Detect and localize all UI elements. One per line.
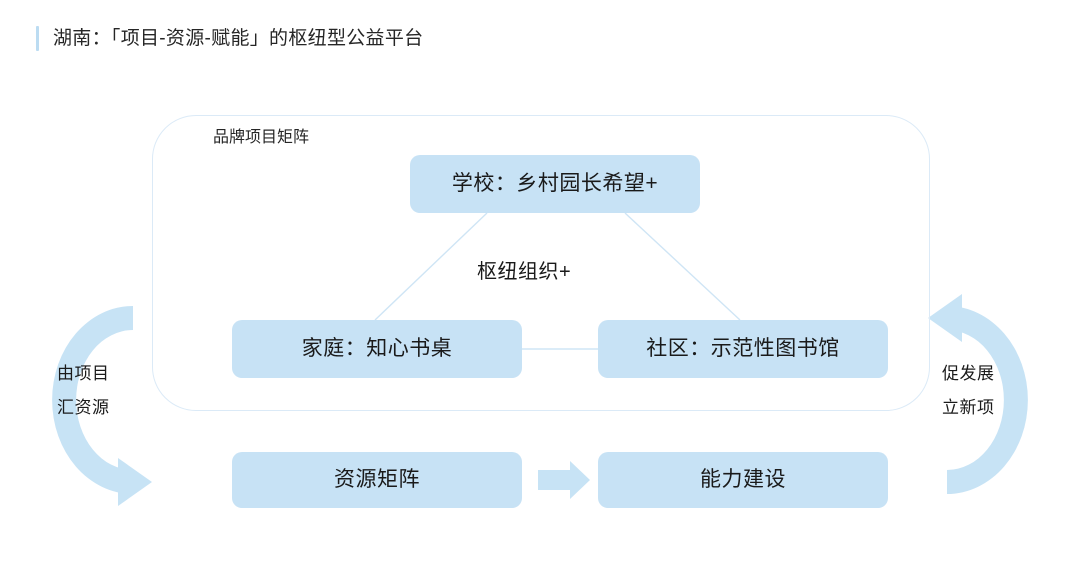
node-community[interactable]: 社区：示范性图书馆: [598, 320, 888, 378]
cycle-caption-left-line2: 汇资源: [57, 398, 110, 417]
node-family[interactable]: 家庭：知心书桌: [232, 320, 522, 378]
cycle-caption-right: 促发展 立新项: [942, 357, 995, 425]
node-community-label: 社区：示范性图书馆: [646, 337, 840, 360]
cycle-caption-right-line2: 立新项: [942, 398, 995, 417]
cycle-caption-left: 由项目 汇资源: [57, 357, 110, 425]
node-school-label: 学校：乡村园长希望+: [451, 172, 659, 195]
hub-organization-label: 枢纽组织+: [477, 261, 572, 283]
page-title-text: 湖南：「项目-资源-赋能」的枢纽型公益平台: [53, 27, 424, 49]
right-arrow-icon: [538, 461, 590, 499]
node-school[interactable]: 学校：乡村园长希望+: [410, 155, 700, 213]
cycle-caption-left-line1: 由项目: [57, 364, 110, 383]
node-resource-matrix[interactable]: 资源矩阵: [232, 452, 522, 508]
cycle-caption-right-line1: 促发展: [942, 364, 995, 383]
brand-project-matrix-container: [152, 115, 930, 411]
brand-project-matrix-label: 品牌项目矩阵: [213, 129, 310, 146]
title-accent-bar: [36, 25, 39, 51]
node-capacity-building[interactable]: 能力建设: [598, 452, 888, 508]
node-resource-matrix-label: 资源矩阵: [334, 468, 420, 491]
page-title: 湖南：「项目-资源-赋能」的枢纽型公益平台: [36, 22, 423, 54]
node-capacity-building-label: 能力建设: [700, 468, 786, 491]
node-family-label: 家庭：知心书桌: [301, 337, 453, 360]
